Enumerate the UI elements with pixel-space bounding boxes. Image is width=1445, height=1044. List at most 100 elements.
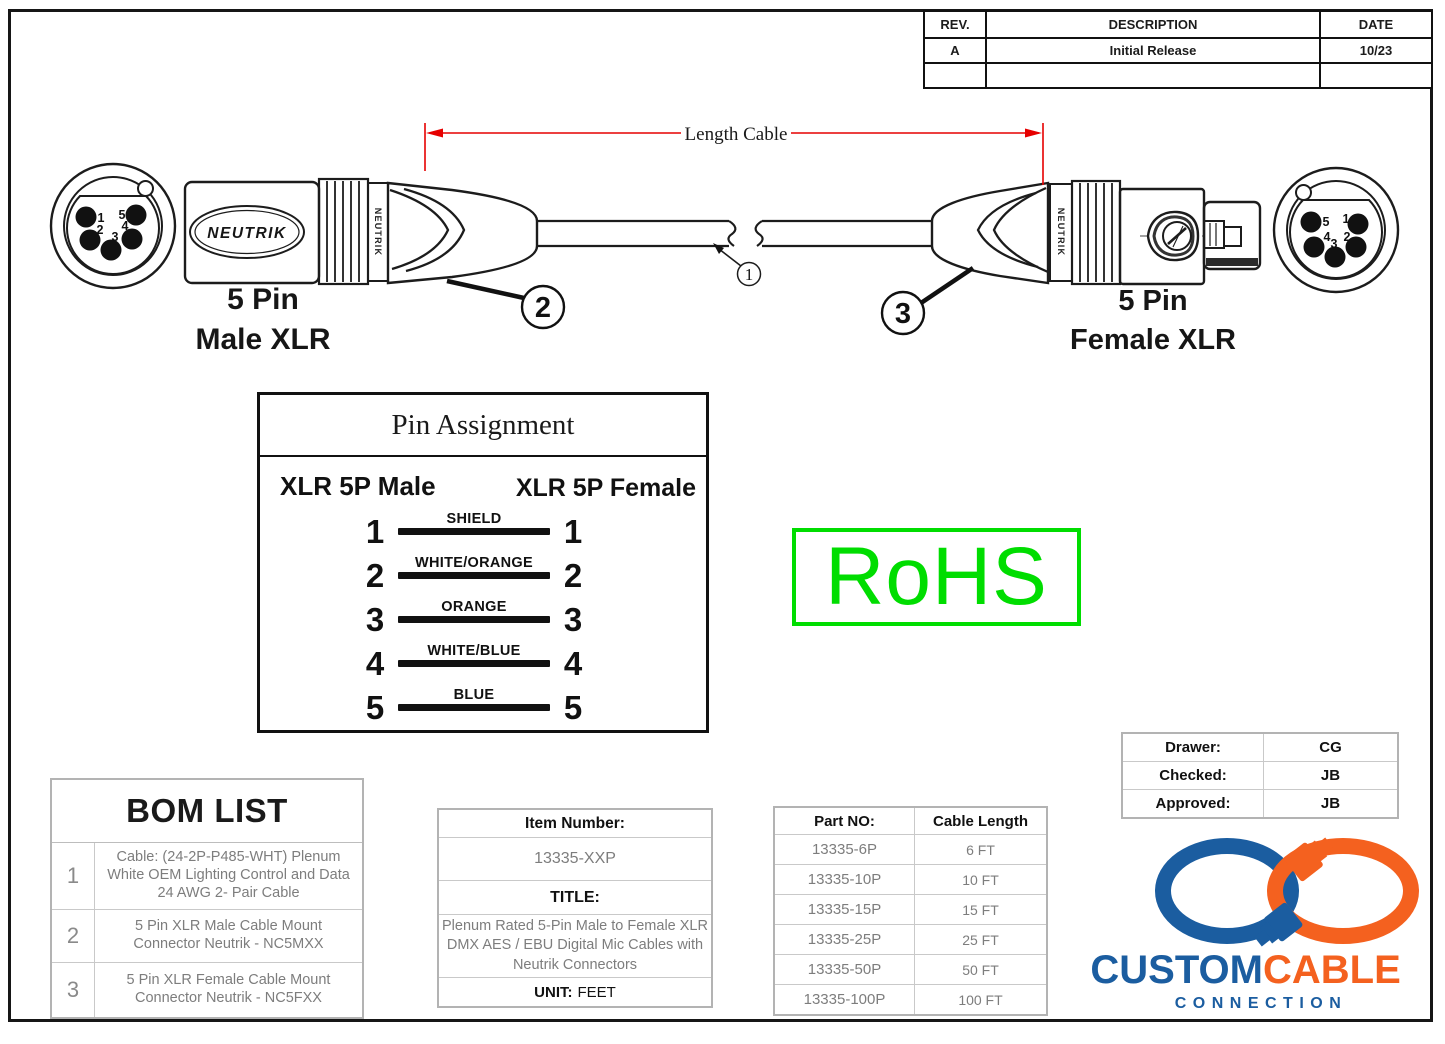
male-pin-number: 3	[365, 601, 385, 638]
cable-assembly-drawing: 1 5 2 3 4 NEUTRIK NEUTRIK	[49, 123, 1400, 356]
description-header: DESCRIPTION	[985, 12, 1319, 37]
bom-item-number: 3	[52, 962, 95, 1017]
male-boot	[386, 181, 539, 285]
item-number-label: Item Number:	[439, 810, 711, 838]
approval-row: Approved: JB	[1123, 790, 1397, 817]
wire-bar	[398, 572, 550, 579]
drawer-label: Drawer:	[1123, 734, 1264, 761]
male-pin-label-4: 4	[122, 219, 129, 233]
female-face-pin-numbers: 5 1 4 3 2	[1323, 212, 1351, 251]
neutrik-vertical-text-female: NEUTRIK	[1056, 208, 1066, 256]
female-pin-number: 1	[563, 513, 583, 550]
description-value: Initial Release	[985, 37, 1319, 62]
unit-row: UNIT: FEET	[439, 978, 711, 1006]
female-pin-number: 5	[563, 689, 583, 726]
male-pin-label-3: 3	[112, 230, 119, 244]
checked-value: JB	[1320, 767, 1341, 784]
male-column-header: XLR 5P Male	[280, 471, 436, 501]
male-face-view: 1 5 2 3 4	[49, 162, 177, 290]
revision-row: A Initial Release 10/23	[925, 37, 1431, 62]
female-column-header: XLR 5P Female	[515, 474, 696, 502]
part-no: 13335-10P	[775, 865, 915, 894]
bom-item-description: 5 Pin XLR Female Cable Mount Connector N…	[126, 971, 331, 1006]
wire-name: ORANGE	[441, 599, 507, 615]
callout-3-female-boot: 3	[880, 266, 975, 336]
dimension-arrow-left	[426, 128, 443, 138]
cable-length: 15 FT	[962, 901, 999, 918]
approved-label: Approved:	[1123, 790, 1264, 817]
unit-label: UNIT:	[534, 983, 573, 1001]
date-header: DATE	[1319, 12, 1431, 37]
pin-assignment-title: Pin Assignment	[260, 395, 706, 457]
wire-name: BLUE	[453, 687, 495, 703]
part-row: 13335-50P 50 FT	[775, 955, 1046, 985]
cable-length: 6 FT	[966, 841, 995, 858]
male-pin-label-1: 1	[98, 211, 105, 225]
neutrik-logo-text: NEUTRIK	[207, 225, 287, 242]
part-no-header: Part NO:	[775, 808, 915, 834]
cable-length: 100 FT	[958, 991, 1003, 1008]
bom-row: 2 5 Pin XLR Male Cable Mount Connector N…	[52, 909, 362, 963]
male-pin-number: 2	[365, 557, 385, 594]
length-cable-label: Length Cable	[685, 124, 788, 145]
rev-value: A	[925, 37, 985, 62]
approval-row: Checked: JB	[1123, 762, 1397, 790]
cable-line	[537, 219, 932, 248]
part-no: 13335-50P	[775, 955, 915, 984]
pin-assignment-table: Pin Assignment XLR 5P Male XLR 5P Female…	[257, 392, 709, 733]
part-number-table: Part NO: Cable Length 13335-6P 6 FT 1333…	[773, 806, 1048, 1016]
length-dimension: Length Cable	[424, 123, 1044, 185]
cable-length-header: Cable Length	[932, 812, 1028, 830]
orange-plug-icon	[1284, 837, 1333, 882]
wire-bar	[398, 660, 550, 667]
bom-row: 1 Cable: (24-2P-P485-WHT) Plenum White O…	[52, 843, 362, 910]
part-no: 13335-6P	[775, 835, 915, 864]
wire-name: WHITE/BLUE	[427, 643, 521, 659]
male-pin-number: 5	[365, 689, 385, 726]
logo-word-cable: CABLE	[1263, 948, 1401, 992]
logo-word-connection: CONNECTION	[1175, 995, 1348, 1012]
pin-assignment-headers: XLR 5P Male XLR 5P Female	[260, 457, 706, 503]
approval-table: Drawer: CG Checked: JB Approved: JB	[1121, 732, 1399, 819]
callout-1-cable: 1	[713, 243, 762, 287]
wire-bar	[398, 616, 550, 623]
blue-plug-icon	[1254, 902, 1303, 947]
revision-table: REV. DESCRIPTION DATE A Initial Release …	[923, 10, 1433, 89]
part-row: 13335-100P 100 FT	[775, 985, 1046, 1014]
bom-title: BOM LIST	[52, 780, 362, 843]
part-no: 13335-25P	[775, 925, 915, 954]
wire-name: SHIELD	[446, 511, 502, 527]
approval-row: Drawer: CG	[1123, 734, 1397, 762]
wire-name: WHITE/ORANGE	[415, 555, 533, 571]
unit-value: FEET	[577, 983, 616, 1001]
callout-1-number: 1	[745, 265, 754, 284]
title-label: TITLE:	[439, 881, 711, 915]
pin-row: 2 WHITE/ORANGE 2	[352, 551, 596, 595]
checked-label: Checked:	[1123, 762, 1264, 789]
male-crimp-rings	[326, 181, 360, 282]
part-row: 13335-15P 15 FT	[775, 895, 1046, 925]
bom-table: BOM LIST 1 Cable: (24-2P-P485-WHT) Plenu…	[50, 778, 364, 1019]
female-crimp-rings	[1079, 183, 1113, 282]
rev-value-empty	[925, 62, 985, 87]
description-value-empty	[985, 62, 1319, 87]
male-face-pin-numbers: 1 5 2 3 4	[97, 208, 129, 244]
male-label-line2: Male XLR	[195, 323, 330, 356]
date-value: 10/23	[1319, 37, 1431, 62]
wire-bar	[398, 528, 550, 535]
rev-header: REV.	[940, 17, 970, 32]
title-value: Plenum Rated 5-Pin Male to Female XLR DM…	[439, 915, 711, 978]
part-no: 13335-100P	[775, 985, 915, 1014]
callout-3-number: 3	[895, 298, 911, 330]
part-no: 13335-15P	[775, 895, 915, 924]
bom-item-description: 5 Pin XLR Male Cable Mount Connector Neu…	[133, 917, 324, 952]
male-connector-body: NEUTRIK NEUTRIK	[183, 177, 539, 286]
cable-length: 50 FT	[962, 961, 999, 978]
pin-assignment-rows: 1 SHIELD 1 2 WHITE/ORANGE 2 3 ORANGE 3 4…	[352, 507, 596, 727]
female-pin-number: 2	[563, 557, 583, 594]
cable-length: 10 FT	[962, 871, 999, 888]
sheet-frame	[8, 9, 1433, 1022]
female-label-line2: Female XLR	[1070, 324, 1236, 356]
bom-item-number: 2	[52, 909, 95, 962]
infinity-cable-icon	[1155, 837, 1419, 947]
